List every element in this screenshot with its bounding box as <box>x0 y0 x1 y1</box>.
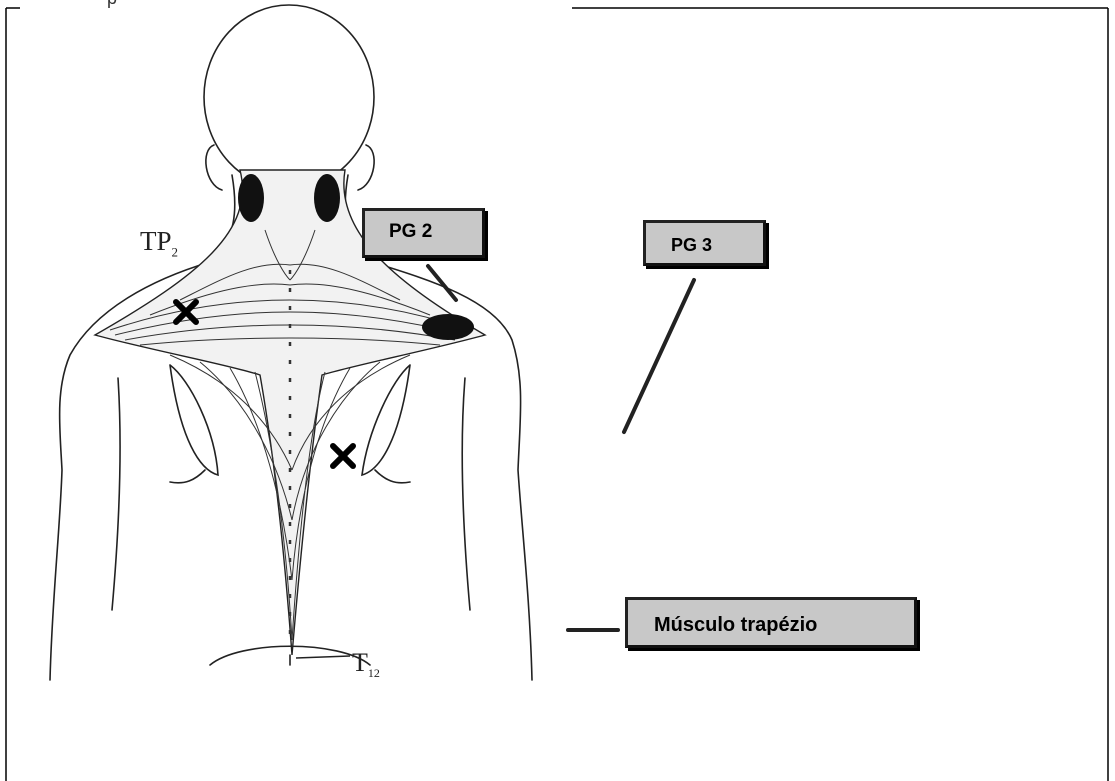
pain-zone-right-shoulder <box>422 314 474 340</box>
page-frame <box>6 8 1108 781</box>
t12-label: T12 <box>352 648 380 681</box>
t12-pointer-line <box>296 656 350 658</box>
t12-label-base: T <box>352 648 368 677</box>
tp2-label: TP2 <box>140 226 178 260</box>
tp2-label-sub: 2 <box>172 244 179 259</box>
pg3-callout: PG 3 <box>643 220 766 266</box>
trigger-mark-lower <box>333 446 353 466</box>
head-outline <box>204 5 374 189</box>
pain-zone-right-neck <box>314 174 340 222</box>
t12-label-sub: 12 <box>368 666 380 680</box>
trapezius-callout: Músculo trapézio <box>625 597 917 648</box>
tp2-label-base: TP <box>140 226 172 256</box>
pain-zone-left-neck <box>238 174 264 222</box>
top-text-fragment: p <box>107 0 117 9</box>
right-ear <box>358 145 374 190</box>
pg2-callout: PG 2 <box>362 208 485 258</box>
pg3-leader <box>624 280 694 432</box>
left-ear <box>206 145 222 190</box>
